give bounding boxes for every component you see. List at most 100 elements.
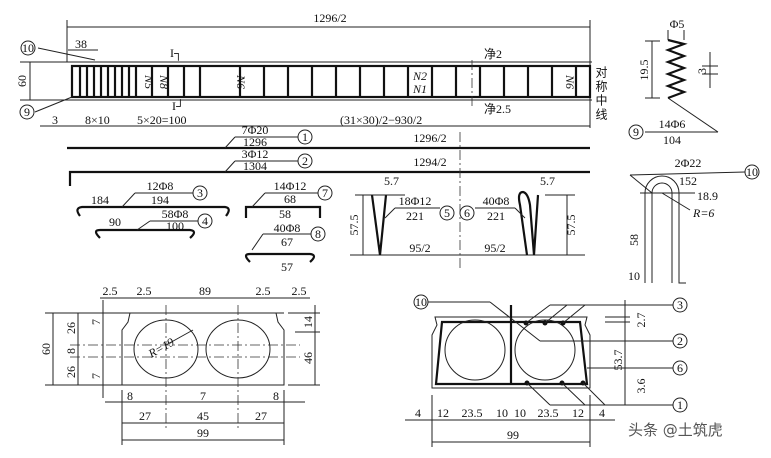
bar-6-height: 57.5 [564, 215, 578, 236]
end-length-dim: 38 [75, 37, 87, 51]
bottom-dim: 7 [200, 389, 206, 403]
bottom-dim: 45 [197, 409, 209, 423]
label-n8: N8 [157, 74, 171, 89]
section-mark-top: I┐ [170, 46, 183, 61]
bar-10-foot: 10 [628, 269, 640, 283]
left-dim: 7 [89, 319, 103, 325]
right-dim: 53.7 [611, 350, 625, 371]
bar-2-length: 1304 [243, 159, 267, 173]
right-dim: 46 [301, 352, 315, 364]
top-dim: 2.5 [103, 284, 118, 298]
spacing-mid: 5×20=100 [137, 113, 187, 127]
height-dim: 60 [15, 75, 29, 87]
bar-7: 14Φ12 68 58 [244, 179, 322, 221]
bar-3-dim: 184 [91, 193, 109, 207]
label-n5: N5 [142, 74, 156, 89]
right-dim: 2.7 [634, 313, 648, 328]
bar-5-height: 57.5 [347, 215, 361, 236]
callout-10: 10 [22, 41, 34, 55]
bar-5-spec: 18Φ12 [399, 194, 432, 208]
bar-2-number: 2 [302, 154, 308, 168]
callout-9: 9 [24, 105, 30, 119]
bar-5-top: 5.7 [384, 174, 399, 188]
bar-9-number: 9 [633, 125, 639, 139]
bar-8: 40Φ8 67 57 8 [244, 221, 326, 274]
callout-1: 1 [677, 398, 683, 412]
bar-8-length: 67 [281, 235, 293, 249]
spacing-end: 3 [52, 113, 58, 127]
bottom-dim: 27 [139, 409, 151, 423]
total-width-dim: 99 [507, 428, 519, 442]
left-total-dim: 60 [39, 343, 53, 355]
callout-2: 2 [677, 334, 683, 348]
bar-9-pitch: 3 [695, 68, 709, 74]
spacing-dense: 8×10 [85, 113, 110, 127]
stirrups [78, 66, 578, 97]
bar-3-length: 194 [151, 193, 169, 207]
right-dim: 14 [301, 316, 315, 328]
top-dim: 89 [199, 284, 211, 298]
bar-5-6: 57.5 5.7 18Φ12 221 5 95/2 57.5 5.7 40Φ8 … [347, 132, 585, 270]
clear-bottom: 净2.5 [484, 102, 511, 116]
left-dim: 26 [64, 322, 78, 334]
watermark: 头条 @土筑虎 [628, 421, 723, 439]
bar-9-spec: 14Φ6 [659, 117, 686, 131]
bar-7-spec: 14Φ12 [274, 179, 307, 193]
bar-8-spec: 40Φ8 [274, 221, 301, 235]
bar-1: 7Φ20 1296 1 1296/2 [67, 123, 590, 150]
callout-6: 6 [677, 361, 683, 375]
label-n6: N6 [563, 74, 577, 89]
rebar-section: 10 3 2 6 1 2.7 53.7 3.6 4 12 23.5 10 10 … [405, 294, 688, 447]
bar-6-top: 5.7 [540, 174, 555, 188]
bar-1-length: 1296 [243, 135, 267, 149]
label-n6: N6 [234, 74, 248, 89]
bar-7-number: 7 [322, 186, 328, 200]
bar-9-spiral: Φ5 19.5 3 9 14Φ6 104 [628, 17, 719, 147]
bottom-dim: 10 [496, 406, 508, 420]
section-mark-bottom: I┘ [172, 99, 185, 113]
total-length-dim: 1296/2 [313, 11, 346, 25]
bar-2: 3Φ12 1304 2 1294/2 [68, 147, 590, 186]
spacing-main: (31×30)/2−930/2 [340, 113, 422, 127]
bar-5-base: 95/2 [409, 241, 430, 255]
bar-4-dim: 90 [109, 215, 121, 229]
right-dim: 3.6 [634, 379, 648, 394]
bar-6-length: 221 [487, 209, 505, 223]
callout-3: 3 [677, 298, 683, 312]
bar-10-spec: 2Φ22 [675, 156, 702, 170]
bar-10-length: 152 [679, 174, 697, 188]
bar-7-dim: 58 [279, 207, 291, 221]
bar-3-number: 3 [197, 186, 203, 200]
callout-10: 10 [415, 295, 427, 309]
left-dim: 26 [64, 366, 78, 378]
bar-1-dim: 1296/2 [413, 131, 446, 145]
bar-9-length: 104 [663, 133, 681, 147]
bar-7-callout: 7 [317, 185, 333, 201]
bar-10-radius: R=6 [692, 206, 714, 220]
symmetry-centerline-label: 对称中线 [594, 66, 608, 122]
clear-top: 净2 [484, 47, 502, 61]
bar-8-dim: 57 [281, 260, 293, 274]
bottom-dim: 4 [415, 406, 421, 420]
bottom-dim: 12 [437, 406, 449, 420]
bar-2-dim: 1294/2 [413, 155, 446, 169]
bottom-dim: 23.5 [462, 406, 483, 420]
left-dim: 7 [89, 373, 103, 379]
total-width-dim: 99 [197, 426, 209, 440]
bar-6-spec: 40Φ8 [483, 194, 510, 208]
bar-6-base: 95/2 [484, 241, 505, 255]
top-dim: 2.5 [292, 284, 307, 298]
bar-4-spec: 58Φ8 [162, 207, 189, 221]
bottom-dim: 27 [255, 409, 267, 423]
label-n2: N2 [412, 69, 427, 83]
bottom-dim: 10 [514, 406, 526, 420]
bar-4-length: 100 [166, 219, 184, 233]
bar-7-length: 68 [284, 192, 296, 206]
label-n1: N1 [412, 82, 427, 96]
bar-10-width: 18.9 [697, 189, 718, 203]
bar-4: 58Φ8 100 90 4 [94, 207, 213, 239]
concrete-section: R=19 2.5 2.5 89 2.5 2.5 60 26 8 26 7 7 1… [39, 284, 320, 445]
bar-10-number: 10 [746, 165, 758, 179]
